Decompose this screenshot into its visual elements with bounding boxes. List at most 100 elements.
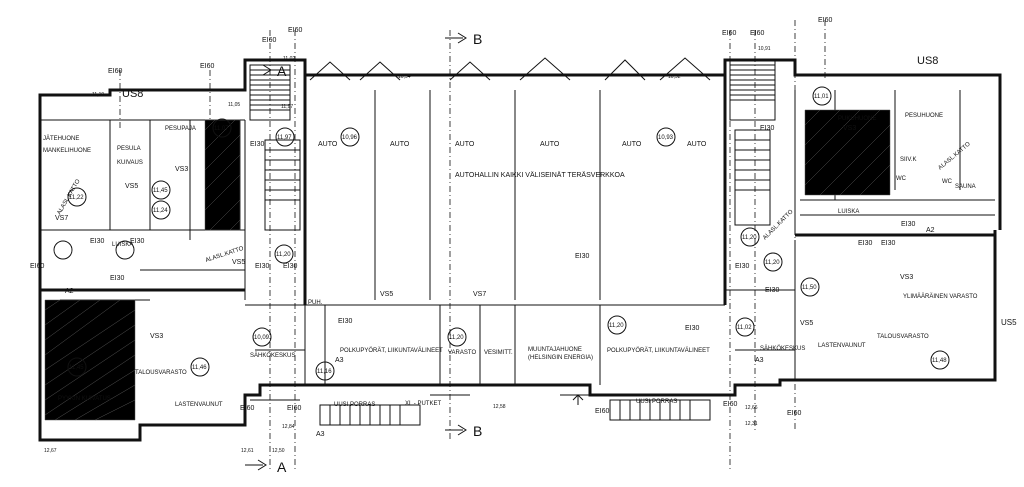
- level-10-96: 10,96: [342, 135, 358, 141]
- ei60-2: EI60: [288, 27, 303, 34]
- ei60-6: EI60: [750, 30, 765, 37]
- room-vesimitt: VESIMITT.: [484, 350, 513, 356]
- room-puh: PUH.: [308, 300, 323, 306]
- level-12-31: 12,31: [745, 421, 758, 427]
- stair-uusi-right: UUSI PORRAS: [636, 399, 677, 405]
- xl-putket: XL - PUTKET: [405, 401, 441, 407]
- level-11-50: 11,50: [802, 285, 817, 291]
- level-10-91: 10,91: [758, 46, 771, 52]
- room-pesupaja: PESUPAJA: [165, 126, 196, 132]
- room-siiv: SIIV.K: [900, 157, 916, 163]
- level-11-97: 11,97: [277, 135, 292, 141]
- ei60-10: EI60: [287, 405, 302, 412]
- room-polkupyorat-right: POLKUPYÖRÄT, LIIKUNTAVÄLINEET: [607, 347, 710, 354]
- room-lastenvaunut-right: LASTENVAUNUT: [818, 343, 866, 349]
- ei30-8: EI30: [685, 325, 700, 332]
- level-11-94: 11,97: [281, 104, 293, 110]
- ei60-5: EI60: [722, 30, 737, 37]
- room-sahkokeskus-right: SÄHKÖKESKUS: [760, 345, 805, 352]
- level-10-92: 10,92: [668, 74, 681, 80]
- room-auto-6: AUTO: [687, 141, 707, 148]
- room-ylimaarainen: YLIMÄÄRÄINEN VARASTO: [903, 293, 978, 300]
- room-auto-2: AUTO: [390, 141, 410, 148]
- room-wc-1: WC: [942, 179, 953, 185]
- level-11-22: 11,22: [69, 195, 84, 201]
- level-markers: [53, 86, 950, 381]
- room-pesuhuone: PESUHUONE: [905, 113, 943, 119]
- level-10-94: 10,94: [398, 74, 411, 80]
- ei30-6: EI30: [338, 318, 353, 325]
- ei30-2: EI30: [110, 275, 125, 282]
- code-vs5-3: VS5: [380, 291, 393, 298]
- level-11-45: 11,45: [153, 188, 168, 194]
- code-vs3-3: VS3: [900, 274, 913, 281]
- ei60-9: EI60: [240, 405, 255, 412]
- level-11-20-d: 11,20: [449, 335, 464, 341]
- level-12-66: 12,66: [745, 405, 758, 411]
- room-kuivaus: KUIVAUS: [117, 160, 143, 166]
- level-12-61: 12,61: [241, 448, 254, 454]
- section-a-bottom: A: [277, 459, 287, 475]
- level-12-58: 12,58: [493, 404, 506, 410]
- luiska-right: LUISKA: [838, 209, 859, 215]
- code-vs5-2: VS5: [232, 259, 245, 266]
- room-varasto: VARASTO: [448, 350, 476, 356]
- room-talousvarasto-left: TALOUSVARASTO: [135, 370, 187, 376]
- level-11-20-c: 11,20: [765, 260, 780, 266]
- level-11-45-b: 11,45: [69, 365, 84, 371]
- section-b-bottom: B: [473, 423, 482, 439]
- room-auto-1: AUTO: [318, 141, 338, 148]
- ei60-3: EI60: [108, 68, 123, 75]
- luiska-left: LUISKA: [112, 242, 133, 248]
- level-11-46: 11,46: [192, 365, 207, 371]
- us8-left: US8: [122, 88, 143, 100]
- room-auto-3: AUTO: [455, 141, 475, 148]
- ei60-13: EI60: [787, 410, 802, 417]
- room-wc-2: WC: [896, 176, 907, 182]
- code-vs7-1: VS7: [55, 215, 68, 222]
- ei30-4: EI30: [255, 263, 270, 270]
- ei30-15: EI30: [250, 141, 265, 148]
- us5-right: US5: [1001, 318, 1017, 327]
- level-10-93: 10,93: [658, 135, 674, 141]
- room-sauna: SAUNA: [955, 184, 976, 190]
- level-11-01-right: 11,01: [814, 94, 829, 100]
- level-12-50: 12,50: [272, 448, 285, 454]
- ei60-12: EI60: [723, 401, 738, 408]
- room-auto-4: AUTO: [540, 141, 560, 148]
- section-a-top: A: [277, 63, 287, 79]
- code-vs7-2: VS7: [473, 291, 486, 298]
- code-a2-right: A2: [926, 227, 935, 234]
- code-vs3-4: VS3: [843, 125, 856, 132]
- section-arrows: [245, 32, 584, 471]
- stair-uusi-left: UUSI PORRAS: [334, 402, 375, 408]
- garage-note: AUTOHALLIN KAIKKI VÄLISEINÄT TERÄSVERKKO…: [455, 171, 625, 179]
- room-helsingin: (HELSINGIN ENERGIA): [528, 355, 593, 361]
- code-vs3-2: VS3: [150, 333, 163, 340]
- room-lastenvaunut-left: LASTENVAUNUT: [175, 402, 223, 408]
- code-a2-left: A2: [65, 288, 74, 295]
- ei30-14: EI30: [760, 125, 775, 132]
- room-sahkokeskus-left: SÄHKÖKESKUS: [250, 352, 295, 359]
- room-mankelihuone: MANKELIHUONE: [43, 148, 91, 154]
- level-11-16: 11,16: [317, 369, 332, 375]
- code-vs3-1: VS3: [175, 166, 188, 173]
- ei60-7: EI60: [818, 17, 833, 24]
- level-11-20-b: 11,20: [742, 235, 757, 241]
- code-vs5-1: VS5: [125, 183, 138, 190]
- room-pyykin: PYYKIN KUIVATUS: [58, 396, 111, 402]
- ei30-3: EI30: [130, 238, 145, 245]
- level-11-02: 11,02: [283, 56, 295, 62]
- room-jatehuone: JÄTEHUONE: [43, 135, 79, 142]
- ei30-1: EI30: [90, 238, 105, 245]
- level-11-20-e: 11,20: [609, 323, 624, 329]
- ei60-11: EI60: [595, 408, 610, 415]
- ei30-12: EI30: [881, 240, 896, 247]
- level-11-20-a: 11,20: [276, 252, 291, 258]
- code-a3-1: A3: [335, 357, 344, 364]
- ei30-5: EI30: [283, 263, 298, 270]
- code-a3-3: A3: [316, 431, 325, 438]
- ei60-4: EI60: [200, 63, 215, 70]
